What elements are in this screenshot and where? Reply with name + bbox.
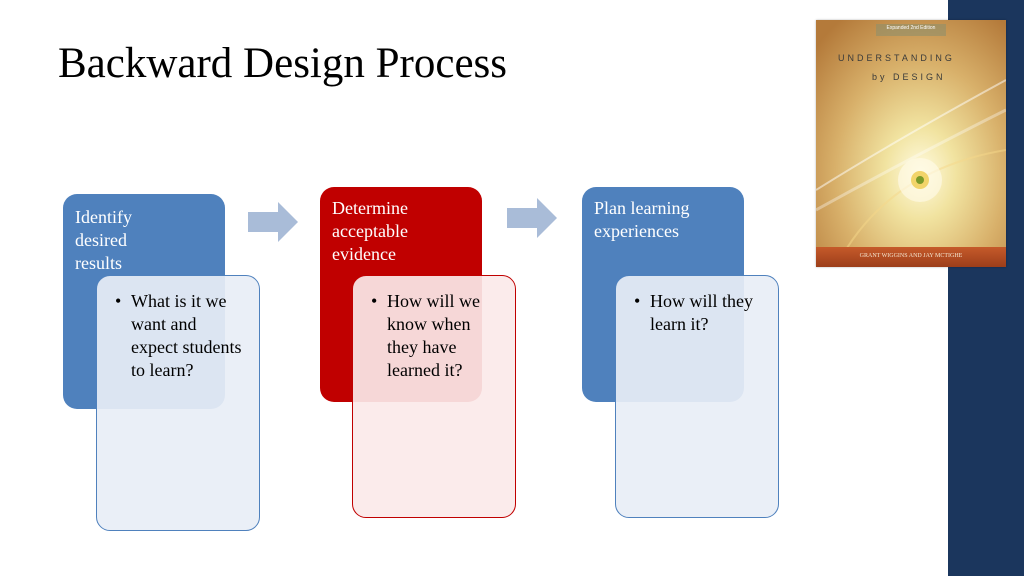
question-box-determine-evidence: • How will we know when they have learne… [352, 275, 516, 518]
right-arrow-icon [248, 202, 298, 242]
book-title-line1: UNDERSTANDING [838, 53, 955, 63]
step-title: Determine acceptable evidence [332, 198, 408, 264]
bullet-text: How will we know when they have learned … [387, 291, 480, 380]
bullet-text: What is it we want and expect students t… [131, 291, 242, 380]
bullet-dot-icon: • [634, 291, 641, 311]
bullet-item: • What is it we want and expect students… [115, 290, 247, 382]
step-title: Plan learning experiences [594, 198, 690, 241]
book-authors: GRANT WIGGINS AND JAY MCTIGHE [859, 253, 963, 259]
book-title-line2: by DESIGN [872, 72, 946, 82]
bullet-text: How will they learn it? [650, 291, 753, 334]
book-edition: Expanded 2nd Edition [886, 25, 936, 31]
question-box-plan-experiences: • How will they learn it? [615, 275, 779, 518]
bullet-dot-icon: • [371, 291, 378, 311]
right-arrow-icon [507, 198, 557, 238]
book-cover-image: Expanded 2nd Edition UNDERSTANDING by DE… [816, 20, 1006, 267]
bullet-item: • How will they learn it? [634, 290, 766, 336]
slide-title: Backward Design Process [58, 40, 508, 87]
bullet-dot-icon: • [115, 291, 122, 311]
question-box-identify-results: • What is it we want and expect students… [96, 275, 260, 531]
bullet-item: • How will we know when they have learne… [371, 290, 503, 382]
step-title: Identify desired results [75, 207, 132, 273]
book-cover-art [816, 20, 1006, 267]
